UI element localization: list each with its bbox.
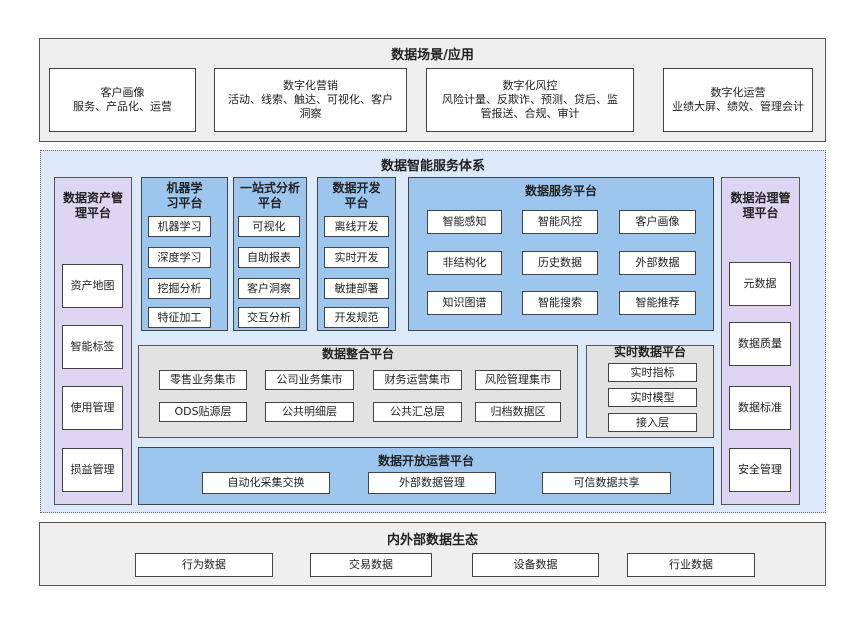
platform-title: 实时数据平台	[613, 345, 686, 359]
ecosystem-item: 行为数据	[135, 553, 273, 577]
platform-title: 数据治理管理平台	[730, 191, 791, 220]
governance-item: 数据标准	[729, 386, 791, 430]
analysis-item: 客户洞察	[238, 278, 300, 299]
integration-item: 公司业务集市	[265, 370, 354, 390]
platform-title: 机器学习平台	[166, 181, 203, 210]
integration-item: ODS贴源层	[159, 402, 247, 422]
service-item: 知识图谱	[427, 291, 502, 315]
scenario-desc: 风险计量、反欺诈、预测、贷后、监管报送、合规、审计	[442, 93, 618, 120]
asset-item: 资产地图	[62, 264, 123, 308]
service-item: 智能感知	[427, 210, 502, 234]
integration-item: 公共汇总层	[373, 402, 462, 422]
scenario-title: 数字化风控	[502, 79, 558, 92]
governance-item: 安全管理	[729, 448, 791, 492]
analysis-item: 交互分析	[238, 307, 300, 328]
asset-item: 损益管理	[62, 448, 123, 492]
ml-item: 机器学习	[148, 216, 211, 237]
dev-item: 实时开发	[324, 247, 389, 268]
scenario-box-digital-operations: 数字化运营业绩大屏、绩效、管理会计	[663, 68, 813, 132]
platform-title: 数据开放运营平台	[377, 454, 474, 468]
ml-item: 挖掘分析	[148, 278, 211, 299]
asset-item: 使用管理	[62, 386, 123, 430]
realtime-item: 实时指标	[608, 363, 697, 382]
dev-item: 离线开发	[324, 216, 389, 237]
scenario-box-digital-risk: 数字化风控风险计量、反欺诈、预测、贷后、监管报送、合规、审计	[426, 68, 634, 132]
ecosystem-item: 行业数据	[627, 553, 755, 577]
governance-item: 数据质量	[729, 322, 791, 366]
platform-title: 数据开发平台	[332, 181, 381, 210]
scenario-title: 数字化运营	[710, 86, 766, 99]
open-item: 可信数据共享	[542, 472, 671, 494]
scenario-desc: 活动、线索、触达、可视化、客户洞察	[228, 93, 393, 120]
service-item: 智能风控	[522, 210, 598, 234]
scenario-title: 数字化营销	[283, 79, 338, 92]
ecosystem-item: 设备数据	[472, 553, 599, 577]
analysis-item: 可视化	[238, 216, 300, 237]
service-item: 智能搜索	[522, 291, 598, 315]
integration-item: 公共明细层	[265, 402, 354, 422]
integration-platform: 数据整合平台	[138, 345, 578, 438]
governance-item: 元数据	[729, 262, 791, 306]
scenario-desc: 服务、产品化、运营	[73, 100, 172, 113]
service-item: 智能推荐	[619, 291, 696, 315]
analysis-item: 自助报表	[238, 247, 300, 268]
integration-item: 风险管理集市	[475, 370, 561, 390]
dev-item: 敏捷部署	[324, 278, 389, 299]
service-item: 历史数据	[522, 251, 598, 275]
ml-item: 特征加工	[148, 307, 211, 328]
dev-item: 开发规范	[324, 307, 389, 328]
realtime-item: 接入层	[608, 413, 697, 432]
integration-item: 财务运营集市	[373, 370, 462, 390]
integration-item: 零售业务集市	[159, 370, 247, 390]
ml-item: 深度学习	[148, 247, 211, 268]
open-item: 自动化采集交换	[202, 472, 330, 494]
service-item: 非结构化	[427, 251, 502, 275]
open-item: 外部数据管理	[368, 472, 496, 494]
system-title: 数据智能服务体系	[380, 159, 485, 174]
service-item: 外部数据	[619, 251, 696, 275]
scenario-desc: 业绩大屏、绩效、管理会计	[672, 100, 804, 113]
scenarios-title: 数据场景/应用	[391, 48, 474, 63]
ecosystem-item: 交易数据	[310, 553, 432, 577]
asset-item: 智能标签	[62, 325, 123, 369]
service-item: 客户画像	[619, 210, 696, 234]
scenario-box-digital-marketing: 数字化营销活动、线索、触达、可视化、客户洞察	[214, 68, 407, 132]
ecosystem-title: 内外部数据生态	[386, 533, 478, 548]
scenario-title: 客户画像	[100, 86, 145, 99]
platform-title: 数据资产管理平台	[63, 191, 124, 220]
platform-title: 数据整合平台	[321, 347, 394, 361]
platform-title: 一站式分析平台	[239, 181, 300, 210]
scenario-box-customer-profile: 客户画像服务、产品化、运营	[49, 68, 196, 132]
realtime-item: 实时模型	[608, 388, 697, 407]
platform-title: 数据服务平台	[524, 184, 597, 198]
integration-item: 归档数据区	[475, 402, 561, 422]
